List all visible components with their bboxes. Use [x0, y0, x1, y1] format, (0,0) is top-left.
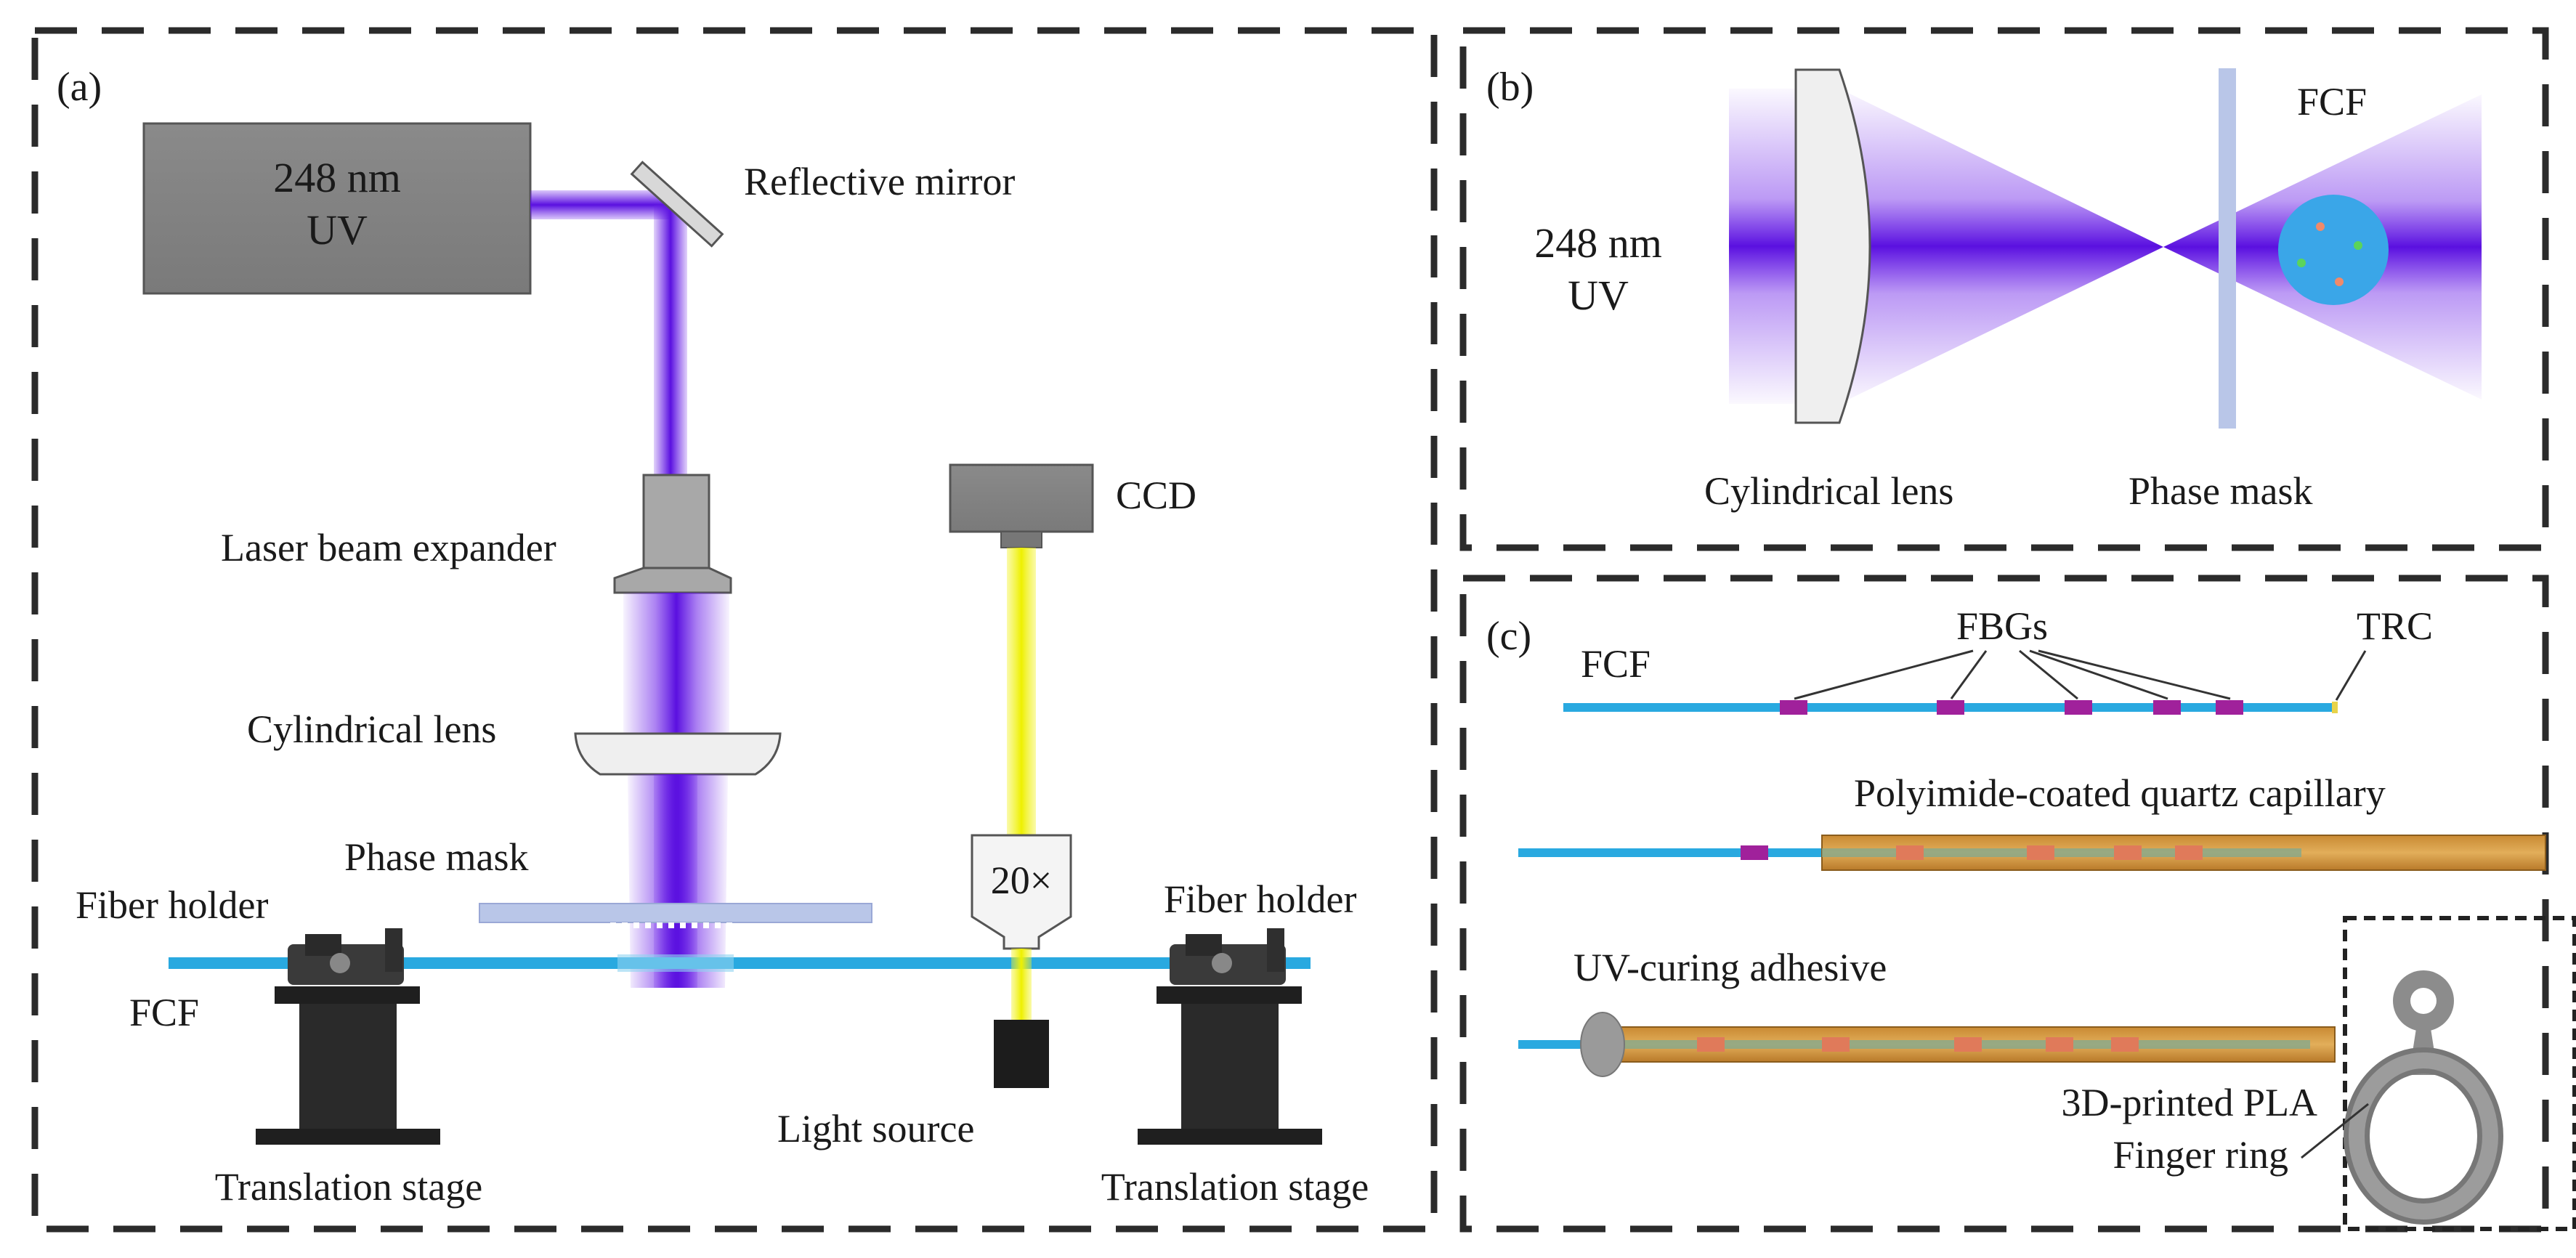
ccd-label: CCD	[1116, 474, 1196, 517]
ring-leader-line	[2301, 1103, 2369, 1159]
fbg-exposed-c2	[1741, 845, 1768, 860]
fcf-core-4	[2335, 277, 2344, 286]
fcf-label-a: FCF	[129, 991, 199, 1034]
light-source	[994, 1020, 1049, 1088]
uv-label-b-wavelength: 248 nm	[1534, 219, 1662, 267]
visible-beam-upper	[1007, 548, 1036, 835]
cyl-lens-label-b: Cylindrical lens	[1704, 469, 1953, 513]
trc-tip	[2332, 702, 2338, 713]
panel-a-tag: (a)	[57, 65, 102, 110]
cylindrical-lens-b	[1794, 68, 1871, 424]
fiber-exposure-zone	[617, 954, 734, 972]
cyl-lens-label-a: Cylindrical lens	[247, 707, 496, 751]
phase-mask-label-a: Phase mask	[344, 835, 528, 879]
ring-label-line1: 3D-printed PLA	[2062, 1081, 2317, 1124]
uv-label-b-uv: UV	[1568, 272, 1629, 319]
fbg-2	[1937, 700, 1964, 715]
expander-label: Laser beam expander	[221, 526, 556, 569]
laser-label-uv: UV	[307, 206, 368, 253]
fbg-in-cap-c2-1	[1896, 845, 1924, 860]
stage-left-base	[256, 1129, 440, 1145]
fbg-in-cap-c3-4	[2046, 1037, 2073, 1052]
panel-b-border	[1459, 27, 2549, 551]
fcf-label-b: FCF	[2297, 80, 2367, 123]
fcf-fiber-c2	[1518, 848, 1823, 857]
fcf-core-3	[2297, 259, 2306, 267]
ring-label-line2: Finger ring	[2113, 1133, 2288, 1177]
fcf-core-2	[2354, 241, 2362, 250]
uv-beam-vertical-expanded	[623, 593, 729, 735]
stage-left-top	[275, 986, 420, 1004]
stage-right-column	[1181, 1004, 1279, 1129]
fbg-5	[2216, 700, 2243, 715]
uv-adhesive-blob	[1580, 1012, 1625, 1077]
phase-mask-b	[2219, 68, 2236, 429]
panel-b-tag: (b)	[1486, 65, 1534, 110]
fbgs-label: FBGs	[1956, 604, 2048, 648]
trc-label: TRC	[2357, 604, 2433, 648]
adhesive-label: UV-curing adhesive	[1573, 946, 1887, 989]
uv-beam-vertical-upper	[654, 205, 687, 482]
beam-expander-flare	[613, 567, 732, 594]
beam-expander-body	[642, 474, 710, 569]
uv-laser-box	[142, 122, 532, 295]
visible-beam-lower	[1011, 949, 1032, 1028]
objective-label: 20×	[991, 859, 1052, 902]
stage-left-label: Translation stage	[215, 1165, 482, 1209]
fbg-in-cap-c2-4	[2175, 845, 2203, 860]
fiber-holder-left	[288, 928, 404, 985]
laser-label-wavelength: 248 nm	[273, 154, 401, 201]
mirror-label: Reflective mirror	[744, 160, 1015, 203]
phase-mask-a	[479, 903, 872, 923]
finger-ring-drawing	[2344, 970, 2503, 1225]
fcf-label-c: FCF	[1581, 642, 1650, 686]
fiber-holder-left-label: Fiber holder	[76, 883, 268, 927]
fiber-holder-right-label: Fiber holder	[1164, 877, 1356, 921]
stage-right-label: Translation stage	[1101, 1165, 1369, 1209]
stage-right-top	[1157, 986, 1302, 1004]
light-source-label: Light source	[777, 1107, 974, 1151]
fbgs-leader-lines	[1794, 649, 2367, 701]
reflective-mirror	[630, 161, 724, 248]
fbg-in-cap-c2-2	[2027, 845, 2054, 860]
uv-beam-core	[654, 774, 697, 988]
fbg-1	[1780, 700, 1807, 715]
fbg-in-cap-c3-1	[1697, 1037, 1725, 1052]
stage-right-base	[1138, 1129, 1322, 1145]
fcf-cross-section	[2278, 195, 2389, 305]
fbg-in-cap-c3-2	[1822, 1037, 1850, 1052]
fbg-3	[2065, 700, 2092, 715]
fbg-in-cap-c3-3	[1954, 1037, 1982, 1052]
ccd-camera	[949, 463, 1094, 533]
ccd-mount	[1000, 531, 1042, 548]
finger-ring-inset	[2343, 916, 2576, 1231]
panel-c-tag: (c)	[1486, 614, 1531, 659]
cylindrical-lens-a	[574, 732, 782, 776]
fcf-core-1	[2316, 222, 2325, 231]
fbg-4	[2153, 700, 2181, 715]
uv-beam-b-converging	[1839, 89, 2163, 404]
stage-left-column	[299, 1004, 397, 1129]
phase-mask-label-b: Phase mask	[2129, 469, 2312, 513]
panel-a-border	[31, 27, 1438, 1233]
fiber-holder-right	[1170, 928, 1286, 985]
fbg-in-cap-c3-5	[2111, 1037, 2139, 1052]
panel-c-border	[1459, 575, 2549, 1233]
fiber-inside-capillary-c2	[1822, 848, 2301, 857]
capillary-label: Polyimide-coated quartz capillary	[1854, 771, 2386, 815]
microscope-objective	[971, 834, 1072, 950]
fbg-in-cap-c2-3	[2114, 845, 2142, 860]
uv-beam-horizontal	[530, 190, 670, 219]
